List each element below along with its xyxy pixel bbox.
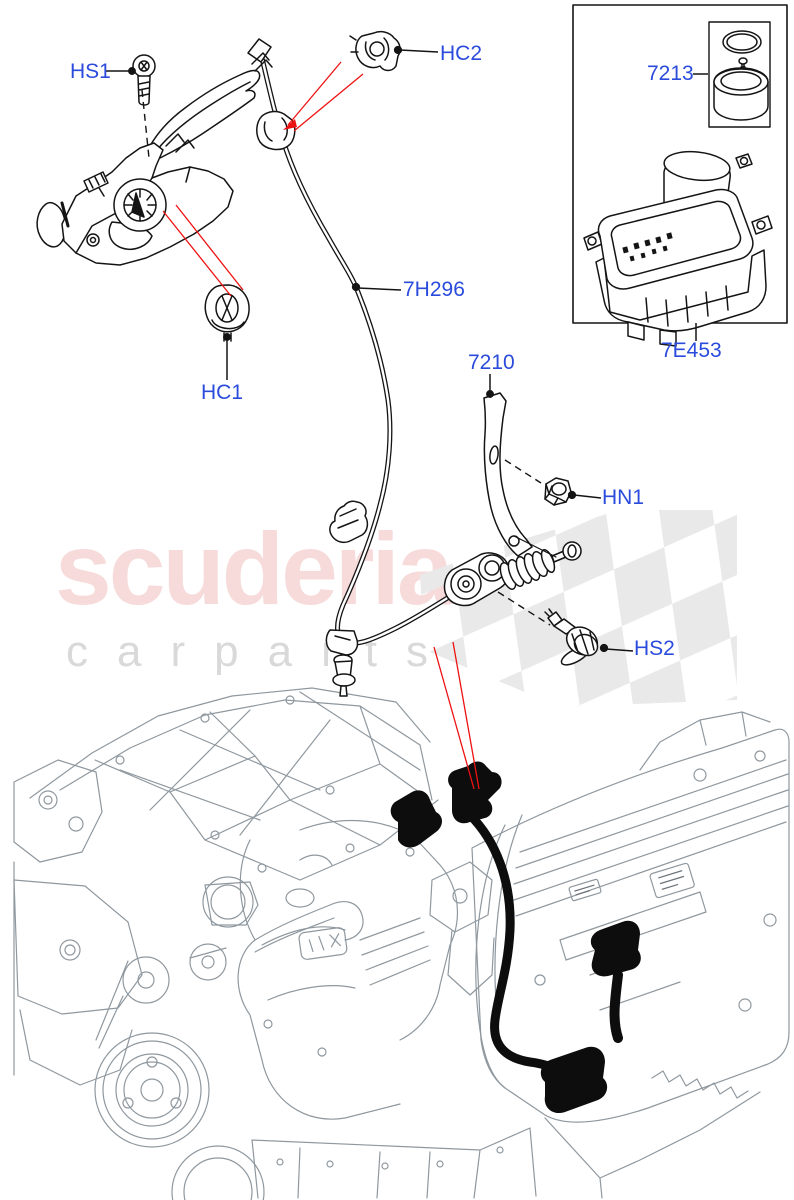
part-label-7210: 7210	[468, 351, 515, 374]
bolt-hs2	[544, 608, 599, 666]
watermark-brand: scuderia	[55, 512, 454, 626]
part-label-hc2: HC2	[440, 42, 483, 65]
part-label-hs2: HS2	[634, 637, 675, 660]
part-label-hs1: HS1	[70, 60, 111, 83]
part-label-7e453: 7E453	[661, 339, 722, 362]
shifter-lever-assembly	[36, 38, 273, 266]
bracket-7210	[483, 392, 557, 558]
nut-hn1	[544, 477, 572, 506]
knob-7213	[713, 30, 769, 121]
cable-mid-clip	[329, 500, 369, 544]
part-label-7213: 7213	[647, 62, 694, 85]
red-locator-lines	[162, 61, 480, 790]
callout-leader-lines	[106, 45, 708, 653]
cable-end-grommet	[325, 629, 359, 697]
watermark-tagline: carparts	[66, 627, 457, 676]
cable-damper-assembly	[443, 541, 582, 607]
cable-clip-installed	[256, 110, 296, 151]
part-label-hc1: HC1	[201, 381, 244, 404]
engine-transmission-drawing	[13, 687, 790, 1200]
clip-hc2	[349, 30, 401, 72]
part-label-hn1: HN1	[602, 486, 645, 509]
checkered-flag-watermark	[420, 510, 737, 707]
engine-badge	[298, 927, 348, 960]
screw-hs1	[132, 54, 156, 106]
part-label-7h296: 7H296	[403, 278, 465, 301]
transmission-badge	[649, 862, 695, 899]
clip-hc1	[204, 284, 250, 342]
installed-shift-cable-highlight	[390, 761, 641, 1114]
selector-cable-7h296	[259, 55, 465, 646]
gear-position-marks	[622, 232, 673, 262]
shifter-module-7e453	[583, 150, 773, 347]
